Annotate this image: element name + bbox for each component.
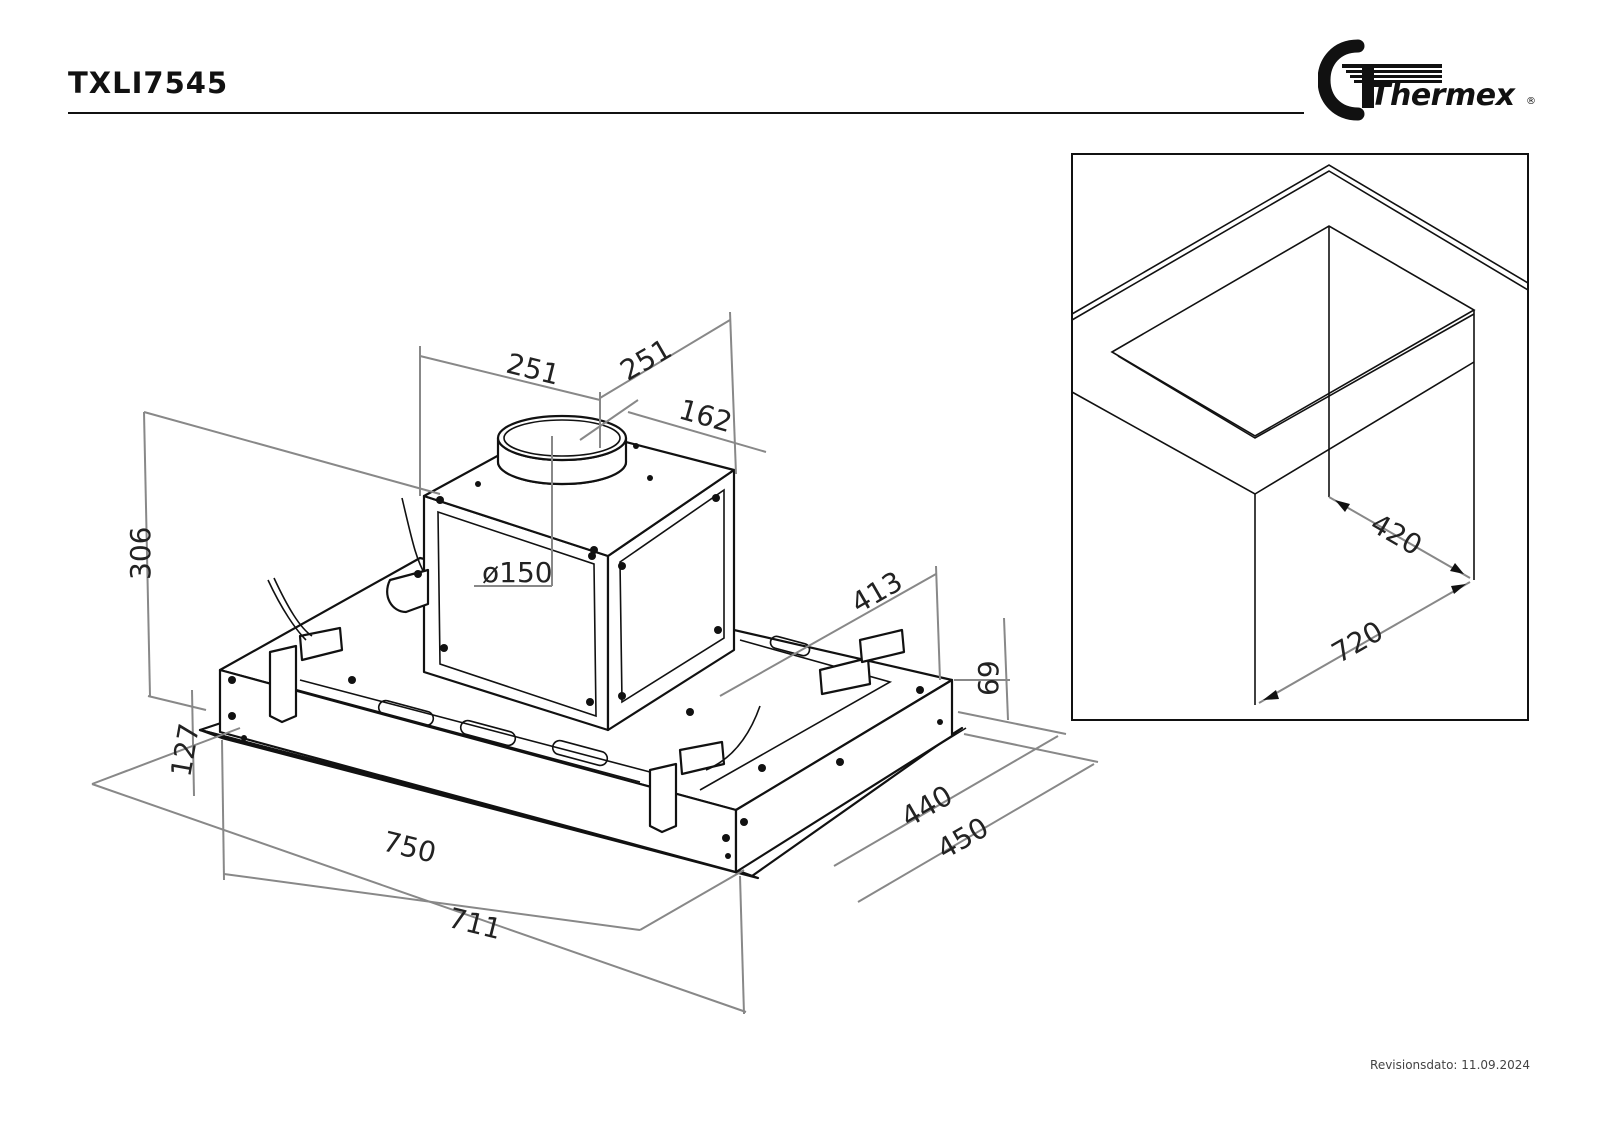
model-title: TXLI7545 [68,66,229,100]
cutout-width-label: 720 [1326,614,1389,669]
thermex-logo: Thermex ® [1317,38,1548,128]
header-divider [68,112,1304,114]
thermex-logo-mark [1317,39,1442,121]
dim-duct-width-b: 251 [614,332,677,387]
registered-mark: ® [1526,96,1536,107]
dimension-lines [91,311,1099,1015]
dim-duct-width-a: 251 [503,347,563,392]
cutout-depth-line [1328,496,1471,579]
dim-height-total: 306 [124,527,157,580]
dim-front-height: 127 [164,721,206,779]
dim-diameter: ø150 [482,556,553,589]
cutout-depth-label: 420 [1365,507,1428,562]
dim-fan-depth: 413 [845,565,908,620]
dim-depth-outer: 450 [931,811,994,866]
dim-width-outer: 750 [380,825,440,870]
cutout-width-line [1258,581,1471,704]
revision-date: Revisionsdato: 11.09.2024 [1370,1058,1530,1072]
brand-name: Thermex [1370,78,1515,113]
dim-duct-offset: 162 [675,393,735,439]
dim-frame-height: 69 [972,660,1005,696]
cutout-inset: 420 720 [1071,153,1529,721]
dim-width-inner: 711 [445,901,505,946]
screw-dots [228,443,943,859]
hood-assembly [198,414,967,880]
